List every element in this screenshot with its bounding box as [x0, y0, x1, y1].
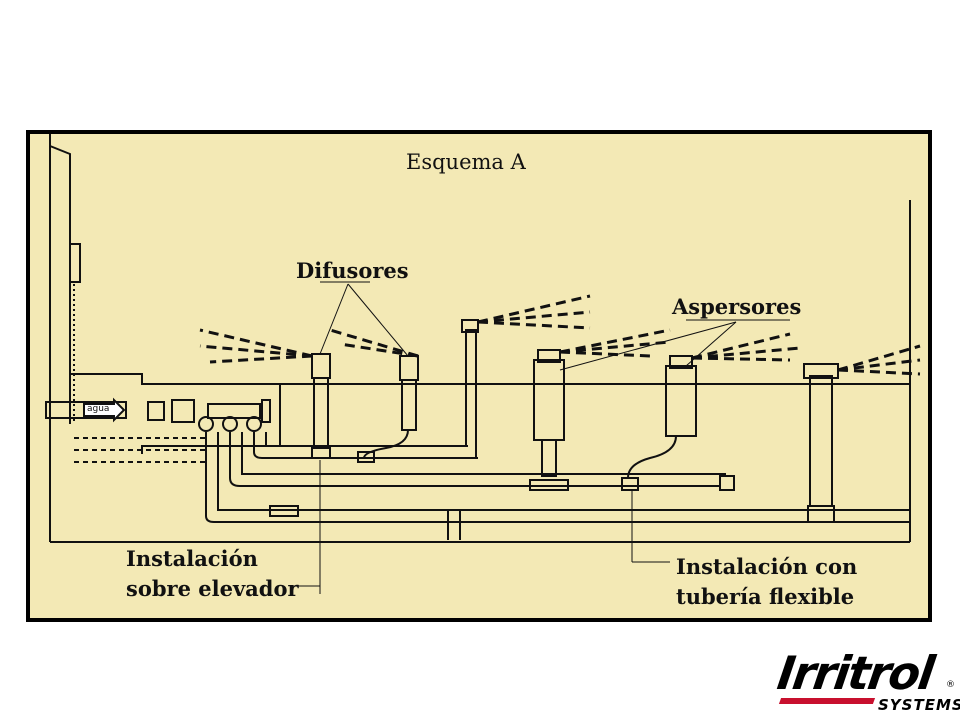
elevador-label: Instalación sobre elevador	[126, 544, 299, 604]
logo-systems-text: SYSTEMS	[878, 696, 960, 714]
water-label: agua	[87, 404, 110, 414]
logo-accent-bar	[778, 698, 876, 704]
aspersor-3	[809, 375, 833, 507]
difusor-2	[401, 379, 417, 431]
logo-brand-text: Irritrol	[774, 646, 937, 700]
elevador-label-line2: sobre elevador	[126, 576, 299, 601]
lateral-pipe-1	[205, 432, 910, 523]
inlet-pipe	[45, 401, 127, 419]
elevador-label-line1: Instalación	[126, 546, 258, 571]
flexible-label: Instalación con tubería flexible	[676, 552, 857, 612]
irritrol-logo: Irritrol ® SYSTEMS	[774, 646, 960, 718]
wall-box	[69, 243, 81, 283]
difusores-label: Difusores	[296, 258, 409, 283]
diagram-title: Esquema A	[406, 150, 526, 174]
riser	[465, 329, 477, 458]
irrigation-diagram: Esquema A Difusores Aspersores Instalaci…	[26, 130, 932, 622]
valve-box	[70, 373, 281, 454]
logo-registered-mark: ®	[946, 680, 955, 690]
diagram-drawing	[45, 134, 921, 594]
house-wall	[49, 145, 71, 424]
aspersor-1	[533, 359, 565, 441]
difusor-1	[313, 377, 329, 449]
flexible-label-line1: Instalación con	[676, 554, 858, 579]
flow-arrow	[83, 397, 126, 423]
spray-patterns	[199, 294, 921, 376]
aspersor-2	[665, 365, 697, 437]
flexible-label-line2: tubería flexible	[676, 584, 855, 609]
aspersores-label: Aspersores	[672, 294, 802, 319]
